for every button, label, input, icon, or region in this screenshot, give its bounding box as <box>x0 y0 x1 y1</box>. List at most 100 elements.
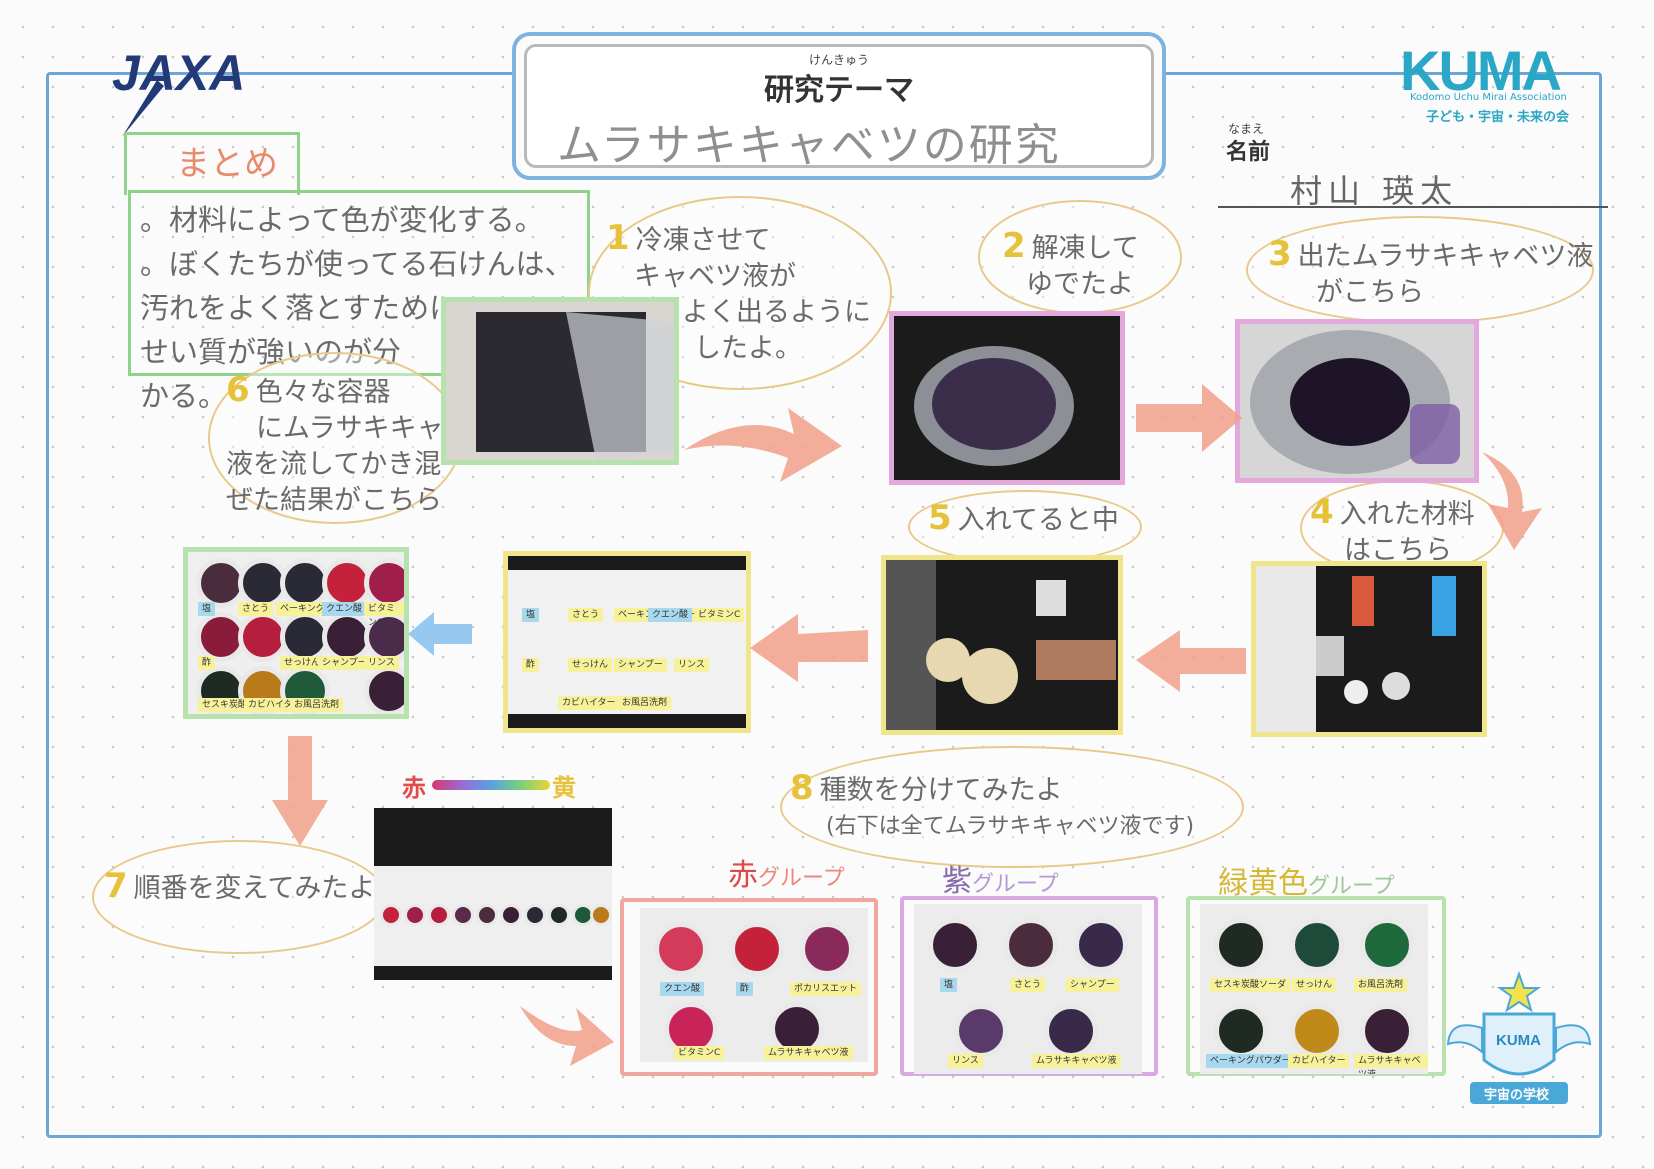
step-line: 種数を分けてみたよ <box>819 775 1063 806</box>
group-title-rest: グループ <box>1308 874 1395 899</box>
theme-label: 研究テーマ <box>764 73 914 108</box>
step-line: 出たムラサキキャベツ液 <box>1297 241 1594 272</box>
theme-ruby: けんきゅう <box>808 53 869 67</box>
step-line: したよ。 <box>694 333 802 364</box>
sorted-cup <box>380 904 402 926</box>
step-line: 解凍して <box>1031 233 1139 264</box>
group-label: ムラサキキャベツ液 <box>764 1046 853 1060</box>
group-label: ムラサキキャベツ液 <box>1032 1054 1121 1068</box>
step-line: よく出るように <box>682 297 871 328</box>
group-label: クエン酸 <box>660 982 705 996</box>
sorted-cup <box>524 904 546 926</box>
step-line: ぜた結果がこちら <box>226 485 442 516</box>
group-title-main: 紫 <box>942 864 972 899</box>
cup-label: お風呂洗剤 <box>290 698 344 712</box>
step-line: 順番を変えてみたよ。 <box>133 873 403 904</box>
step-line: (右下は全てムラサキキャベツ液です) <box>826 814 1195 839</box>
speech-bubble-step2 <box>978 200 1182 314</box>
school-badge-caption: 宇宙の学校 <box>1484 1088 1550 1103</box>
speech-bubble-step8 <box>780 746 1244 868</box>
group-cup <box>928 918 982 972</box>
photo-materials <box>1256 566 1482 732</box>
step-line: ゆでたよ <box>1026 269 1134 300</box>
summary-line: 。ぼくたちが使ってる石けんは、 <box>140 247 574 281</box>
cup-label: さとう <box>568 608 604 622</box>
arrow-down-icon <box>1482 452 1542 550</box>
group-cup <box>1004 918 1058 972</box>
cup-label: クエン酸 <box>322 602 367 616</box>
gradient-label-red: 赤 <box>402 774 426 802</box>
green-yellow-group-title: 緑黄色グループ <box>1218 858 1395 902</box>
group-label: お風呂洗剤 <box>1354 978 1408 992</box>
summary-line: かる。 <box>140 379 228 413</box>
arrow-right-icon <box>520 1006 614 1066</box>
name-label: 名前 <box>1226 140 1271 165</box>
photo-empty-cups: 塩 さとう ベーキングパウダー クエン酸 ビタミンC 酢 せっけん シャンプー … <box>508 556 746 728</box>
color-gradient-bar <box>432 780 550 790</box>
group-cup <box>1074 918 1128 972</box>
green-yellow-group-box <box>1186 896 1446 1076</box>
step7-number: 7 <box>104 866 128 906</box>
cup-label: シャンプー <box>614 658 667 672</box>
group-cup <box>1360 918 1414 972</box>
gradient-label-yellow: 黄 <box>552 774 576 802</box>
photo-cups-sorted <box>374 808 612 980</box>
group-cup <box>1290 918 1344 972</box>
group-label: 酢 <box>736 982 754 996</box>
group-label: せっけん <box>1292 978 1337 992</box>
step2-number: 2 <box>1002 226 1026 266</box>
cup-label: クエン酸 <box>648 608 693 622</box>
arrow-down-icon <box>272 736 328 846</box>
cup-label: カビハイター <box>558 696 620 710</box>
photo-pouring <box>886 560 1118 730</box>
group-label: 塩 <box>940 978 958 992</box>
arrow-left-icon <box>1136 630 1246 692</box>
photo-frozen-cabbage <box>446 302 674 460</box>
group-label: セスキ炭酸ソーダ <box>1210 978 1291 992</box>
group-title-rest: グループ <box>758 866 845 891</box>
speech-bubble-step3 <box>1246 216 1594 324</box>
photo-boiling-pot <box>894 316 1120 480</box>
summary-line: 。材料によって色が変化する。 <box>140 203 544 237</box>
group-label: ベーキングパウダー <box>1206 1054 1295 1068</box>
arrow-left-blue-icon <box>408 612 472 656</box>
photo-red-group: クエン酸 酢 ポカリスエット ビタミンC ムラサキキャベツ液 <box>640 908 868 1062</box>
red-group-box <box>620 898 878 1076</box>
summary-title: まとめ <box>176 144 278 184</box>
step3-number: 3 <box>1268 234 1292 274</box>
speech-bubble-step7 <box>92 840 386 954</box>
group-label: ビタミンC <box>674 1046 725 1060</box>
group-label: ムラサキキャベツ液 <box>1354 1054 1428 1074</box>
cup-label: せっけん <box>280 656 325 670</box>
cup-label: リンス <box>674 658 709 672</box>
speech-bubble-step5 <box>908 490 1142 564</box>
photo-purple-group: 塩 さとう シャンプー リンス ムラサキキャベツ液 <box>914 904 1142 1074</box>
kuma-subtitle-en: Kodomo Uchu Mirai Association <box>1410 92 1567 103</box>
red-group-title: 赤グループ <box>728 850 845 894</box>
arrow-left-icon <box>750 614 868 682</box>
sorted-cup <box>452 904 474 926</box>
jaxa-logo: JAXA <box>102 42 282 142</box>
photo-green-yellow-group: セスキ炭酸ソーダ せっけん お風呂洗剤 ベーキングパウダー カビハイター ムラサ… <box>1200 904 1428 1074</box>
svg-text:JAXA: JAXA <box>112 45 245 101</box>
step-line: がこちら <box>1316 277 1424 308</box>
kuma-wordmark: KUMA <box>1400 39 1562 102</box>
name-underline <box>1218 206 1608 208</box>
step8-number: 8 <box>790 768 814 808</box>
photo-cabbage-liquid-bowl <box>1240 324 1474 478</box>
group-label: リンス <box>948 1054 983 1068</box>
group-cup <box>1360 1004 1414 1058</box>
cup-label: 塩 <box>522 608 540 622</box>
group-cup <box>1044 1004 1098 1058</box>
arrow-right-icon <box>1136 384 1242 452</box>
group-label: シャンプー <box>1066 978 1119 992</box>
theme-box: けんきゅう 研究テーマ ムラサキキャベツの研究 <box>512 32 1166 180</box>
step4-number: 4 <box>1310 492 1334 532</box>
cup-label: ビタミンC <box>694 608 745 622</box>
